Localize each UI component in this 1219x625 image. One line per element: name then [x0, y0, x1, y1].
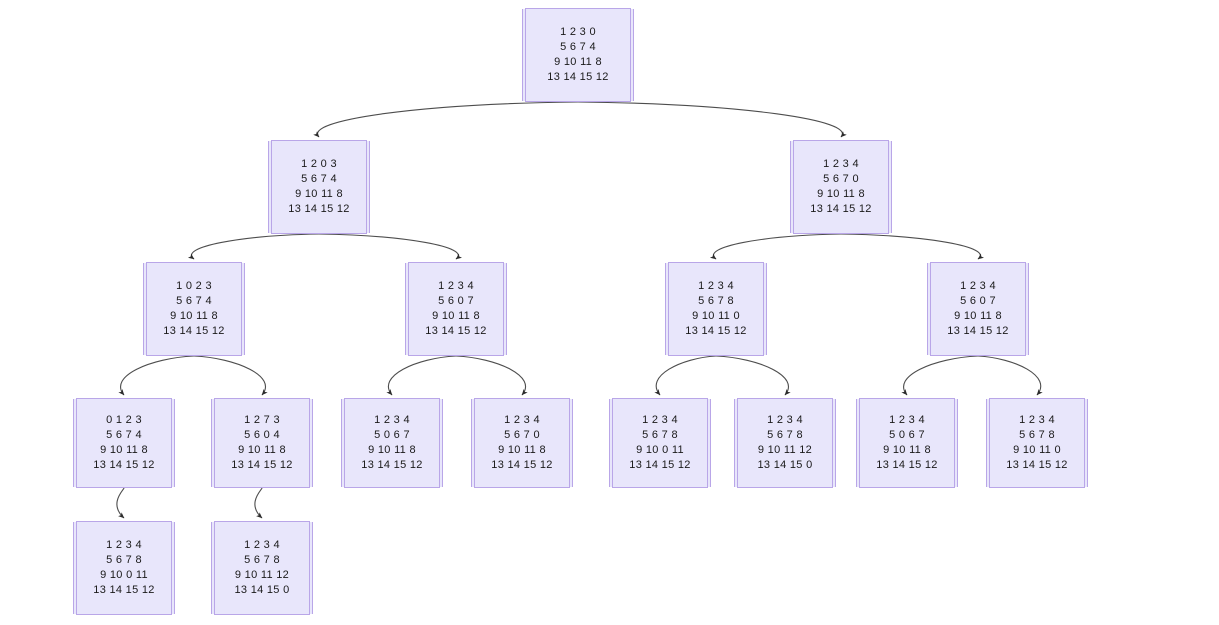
puzzle-row: 5 6 7 4: [106, 429, 142, 441]
puzzle-row: 1 2 3 4: [767, 414, 803, 426]
puzzle-row: 9 10 11 12: [757, 444, 813, 456]
puzzle-row: 13 14 15 12: [491, 459, 553, 471]
puzzle-row: 5 6 7 8: [642, 429, 678, 441]
puzzle-row: 13 14 15 12: [629, 459, 691, 471]
tree-node[interactable]: 1 2 3 4 5 6 0 7 9 10 11 8 13 14 15 12: [930, 262, 1026, 356]
tree-node[interactable]: 1 2 3 4 5 6 0 7 9 10 11 8 13 14 15 12: [408, 262, 504, 356]
puzzle-row: 5 6 7 4: [560, 41, 596, 53]
puzzle-row: 5 0 6 7: [374, 429, 410, 441]
puzzle-row: 9 10 11 0: [692, 310, 740, 322]
puzzle-row: 9 10 11 8: [295, 188, 343, 200]
puzzle-row: 5 6 7 4: [176, 295, 212, 307]
puzzle-row: 13 14 15 12: [93, 584, 155, 596]
puzzle-row: 9 10 11 8: [817, 188, 865, 200]
tree-node[interactable]: 1 2 3 4 5 6 7 8 9 10 0 11 13 14 15 12: [612, 398, 708, 488]
puzzle-row: 5 6 0 7: [960, 295, 996, 307]
puzzle-row: 5 6 0 7: [438, 295, 474, 307]
puzzle-row: 5 6 7 0: [823, 173, 859, 185]
puzzle-row: 9 10 11 12: [234, 569, 290, 581]
puzzle-row: 5 0 6 7: [889, 429, 925, 441]
puzzle-row: 9 10 11 8: [368, 444, 416, 456]
puzzle-row: 9 10 11 8: [554, 56, 602, 68]
puzzle-row: 13 14 15 12: [947, 325, 1009, 337]
tree-node[interactable]: 0 1 2 3 5 6 7 4 9 10 11 8 13 14 15 12: [76, 398, 172, 488]
puzzle-row: 13 14 15 12: [685, 325, 747, 337]
tree-node[interactable]: 1 2 3 4 5 6 7 8 9 10 11 0 13 14 15 12: [989, 398, 1085, 488]
puzzle-row: 9 10 0 11: [636, 444, 684, 456]
tree-node[interactable]: 1 2 3 4 5 6 7 8 9 10 0 11 13 14 15 12: [76, 521, 172, 615]
puzzle-row: 9 10 0 11: [100, 569, 148, 581]
puzzle-row: 9 10 11 8: [883, 444, 931, 456]
tree-node[interactable]: 1 2 3 4 5 6 7 0 9 10 11 8 13 14 15 12: [474, 398, 570, 488]
puzzle-row: 13 14 15 12: [163, 325, 225, 337]
puzzle-row: 5 6 7 8: [1019, 429, 1055, 441]
tree-node[interactable]: 1 2 3 4 5 6 7 8 9 10 11 0 13 14 15 12: [668, 262, 764, 356]
puzzle-row: 1 2 3 4: [889, 414, 925, 426]
puzzle-row: 1 2 3 4: [1019, 414, 1055, 426]
puzzle-row: 13 14 15 12: [361, 459, 423, 471]
puzzle-row: 0 1 2 3: [106, 414, 142, 426]
puzzle-row: 13 14 15 12: [288, 203, 350, 215]
puzzle-row: 9 10 11 0: [1013, 444, 1061, 456]
puzzle-row: 13 14 15 0: [234, 584, 290, 596]
tree-node[interactable]: 1 0 2 3 5 6 7 4 9 10 11 8 13 14 15 12: [146, 262, 242, 356]
puzzle-row: 5 6 7 4: [301, 173, 337, 185]
puzzle-row: 13 14 15 12: [810, 203, 872, 215]
puzzle-row: 9 10 11 8: [100, 444, 148, 456]
tree-node[interactable]: 1 2 7 3 5 6 0 4 9 10 11 8 13 14 15 12: [214, 398, 310, 488]
puzzle-row: 1 2 3 4: [438, 280, 474, 292]
tree-node[interactable]: 1 2 3 4 5 0 6 7 9 10 11 8 13 14 15 12: [344, 398, 440, 488]
puzzle-row: 1 2 3 4: [244, 539, 280, 551]
puzzle-row: 5 6 7 0: [504, 429, 540, 441]
puzzle-row: 1 0 2 3: [176, 280, 212, 292]
puzzle-row: 9 10 11 8: [238, 444, 286, 456]
puzzle-row: 5 6 7 8: [698, 295, 734, 307]
tree-node[interactable]: 1 2 3 4 5 6 7 8 9 10 11 12 13 14 15 0: [214, 521, 310, 615]
puzzle-row: 5 6 7 8: [767, 429, 803, 441]
tree-node[interactable]: 1 2 3 4 5 6 7 0 9 10 11 8 13 14 15 12: [793, 140, 889, 234]
puzzle-row: 1 2 3 4: [823, 158, 859, 170]
puzzle-row: 13 14 15 12: [93, 459, 155, 471]
puzzle-row: 1 2 3 4: [504, 414, 540, 426]
puzzle-row: 13 14 15 12: [231, 459, 293, 471]
puzzle-row: 9 10 11 8: [170, 310, 218, 322]
puzzle-row: 1 2 3 4: [698, 280, 734, 292]
puzzle-row: 9 10 11 8: [954, 310, 1002, 322]
puzzle-row: 1 2 3 4: [374, 414, 410, 426]
puzzle-row: 13 14 15 0: [757, 459, 813, 471]
puzzle-row: 9 10 11 8: [498, 444, 546, 456]
puzzle-row: 13 14 15 12: [876, 459, 938, 471]
puzzle-row: 1 2 0 3: [301, 158, 337, 170]
puzzle-row: 5 6 7 8: [106, 554, 142, 566]
tree-node[interactable]: 1 2 3 4 5 0 6 7 9 10 11 8 13 14 15 12: [859, 398, 955, 488]
puzzle-row: 13 14 15 12: [547, 71, 609, 83]
puzzle-row: 1 2 3 4: [106, 539, 142, 551]
puzzle-row: 1 2 3 4: [642, 414, 678, 426]
tree-node[interactable]: 1 2 0 3 5 6 7 4 9 10 11 8 13 14 15 12: [271, 140, 367, 234]
puzzle-row: 5 6 7 8: [244, 554, 280, 566]
puzzle-row: 1 2 3 0: [560, 26, 596, 38]
puzzle-row: 13 14 15 12: [1006, 459, 1068, 471]
puzzle-row: 1 2 3 4: [960, 280, 996, 292]
puzzle-row: 1 2 7 3: [244, 414, 280, 426]
puzzle-row: 13 14 15 12: [425, 325, 487, 337]
puzzle-row: 9 10 11 8: [432, 310, 480, 322]
tree-node[interactable]: 1 2 3 4 5 6 7 8 9 10 11 12 13 14 15 0: [737, 398, 833, 488]
puzzle-row: 5 6 0 4: [244, 429, 280, 441]
tree-node[interactable]: 1 2 3 0 5 6 7 4 9 10 11 8 13 14 15 12: [525, 8, 631, 102]
